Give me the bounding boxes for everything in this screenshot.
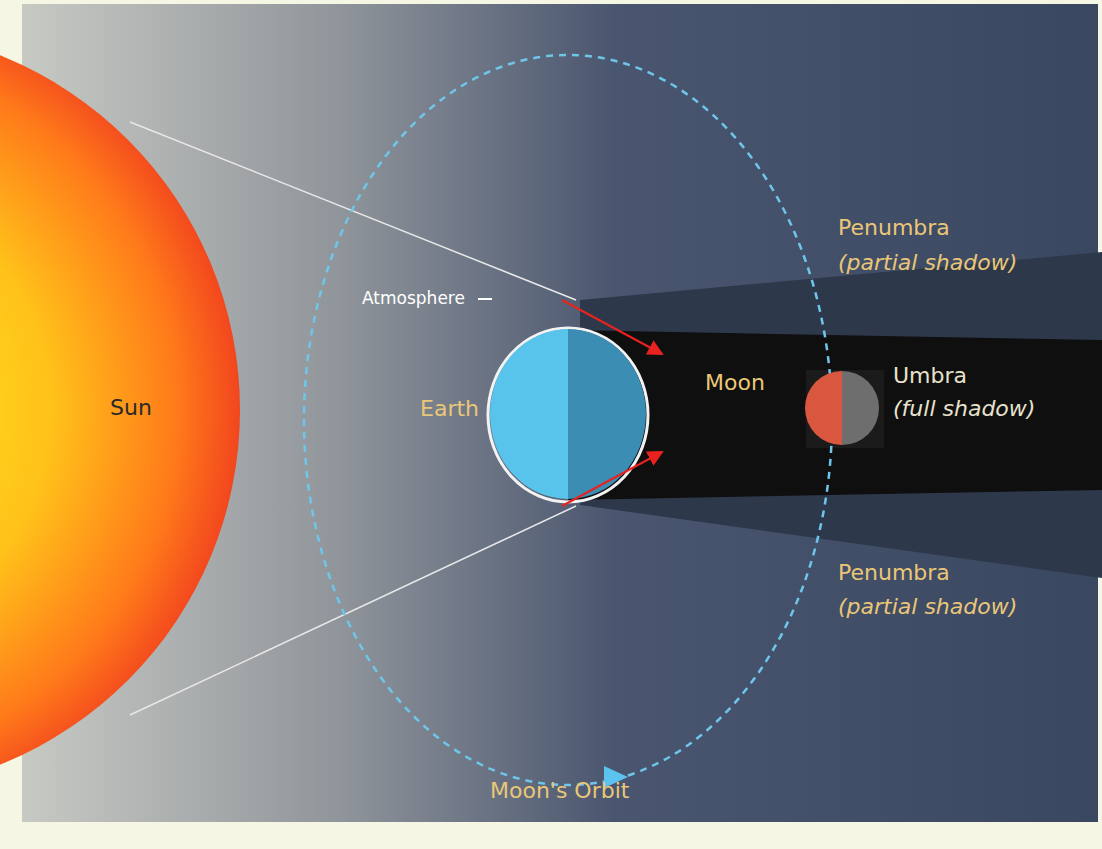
body-label: Moon bbox=[705, 370, 765, 396]
region-label: Penumbra bbox=[838, 215, 950, 241]
moon-orbit bbox=[304, 55, 832, 785]
earth-body: Earth bbox=[488, 328, 648, 502]
sun-disc bbox=[0, 28, 240, 792]
orbit-label: Moon's Orbit bbox=[490, 778, 629, 804]
sun-body: Sun bbox=[0, 0, 240, 849]
body-label: Sun bbox=[110, 395, 152, 421]
earth-day-side bbox=[490, 329, 568, 499]
earth-night-side bbox=[568, 329, 646, 499]
refracted-ray bbox=[562, 452, 662, 506]
part-label: Atmosphere bbox=[362, 288, 465, 308]
sun-ray bbox=[130, 506, 576, 715]
moon-shade bbox=[806, 370, 884, 448]
region-note: (partial shadow) bbox=[838, 594, 1017, 620]
region-note: (full shadow) bbox=[893, 396, 1035, 422]
moon-body: Moon bbox=[700, 368, 890, 448]
leader-line bbox=[478, 298, 492, 300]
atmosphere-ring bbox=[488, 328, 648, 502]
region-label: Umbra bbox=[893, 363, 967, 389]
sun-ray bbox=[130, 122, 576, 300]
umbra-region: Umbra (full shadow) Moon bbox=[640, 330, 1102, 500]
region-label: Penumbra bbox=[838, 560, 950, 586]
body-label: Earth bbox=[420, 396, 479, 422]
region-note: (partial shadow) bbox=[838, 250, 1017, 276]
refracted-ray bbox=[562, 300, 662, 354]
